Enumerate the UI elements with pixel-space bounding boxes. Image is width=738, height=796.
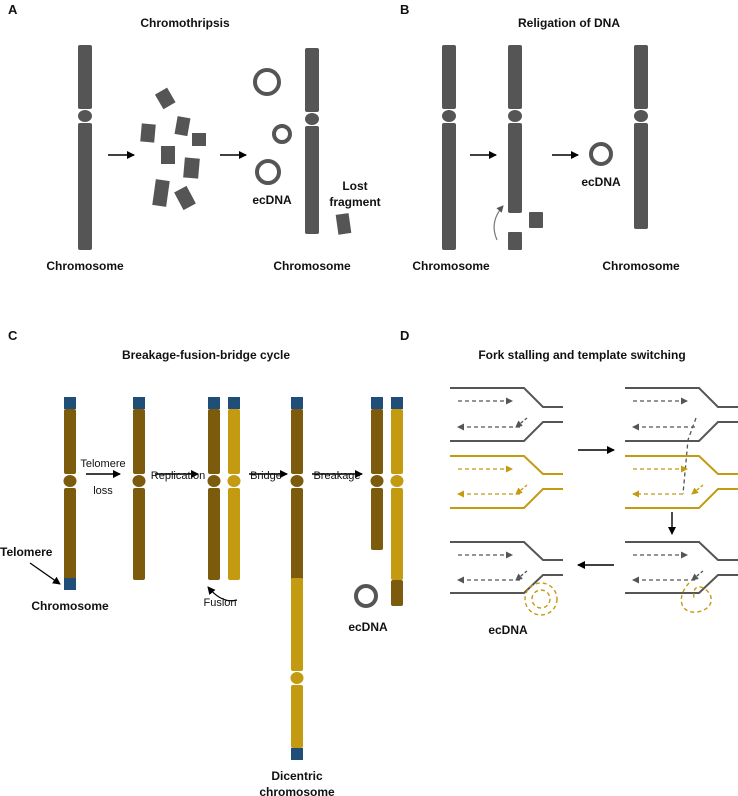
- step-breakage-label: Breakage: [313, 470, 360, 482]
- panel-d: D Fork stalling and template switching: [400, 328, 738, 637]
- ecdna-circle-c: [354, 584, 378, 608]
- ecdna-circles-a: [253, 68, 292, 185]
- step-replication-label: Replication: [151, 470, 205, 482]
- panel-b-title: Religation of DNA: [518, 16, 620, 30]
- ecdna-label-c: ecDNA: [348, 620, 388, 634]
- panel-b: B Religation of DNA ecDNA Chromosome Chr…: [400, 2, 680, 273]
- chromosome-b-left: [442, 45, 456, 250]
- template-switch-loop: [680, 582, 712, 613]
- chromosome-fragments: [140, 87, 206, 211]
- fork-tr-gray: [625, 387, 738, 495]
- telomere-label: Telomere: [0, 545, 53, 559]
- panel-a-letter: A: [8, 2, 18, 17]
- chromosome-b-broken: [508, 45, 543, 250]
- fork-br-gray: [625, 541, 738, 594]
- ecdna-circle-b: [589, 142, 613, 166]
- panel-d-title: Fork stalling and template switching: [478, 348, 685, 362]
- chromosome-a-left: [78, 45, 92, 250]
- telomere-pointer: [29, 562, 61, 585]
- panel-c-title: Breakage-fusion-bridge cycle: [122, 348, 290, 362]
- chromosome-a-right: [305, 48, 319, 234]
- fork-bl-gray: [450, 541, 563, 594]
- panel-b-letter: B: [400, 2, 409, 17]
- panel-a: A Chromothripsis ecDNA: [8, 2, 381, 273]
- lost-fragment: [335, 213, 352, 235]
- ecdna-circle-d: [524, 582, 558, 616]
- fusion-label: Fusion: [203, 597, 236, 609]
- chromosome-b-right: [634, 45, 648, 229]
- fork-tr-gold: [625, 455, 738, 509]
- panel-c: C Breakage-fusion-bridge cycle Telomere …: [0, 328, 404, 796]
- panel-c-letter: C: [8, 328, 18, 343]
- chromosome-label-c: Chromosome: [31, 599, 109, 613]
- chromosome-label-b-left: Chromosome: [412, 259, 490, 273]
- fork-tl-gray: [450, 387, 563, 442]
- chromosome-c-dicentric: [290, 397, 304, 760]
- step-bridge-label: Bridge: [250, 470, 282, 482]
- chromosome-label-a-right: Chromosome: [273, 259, 351, 273]
- chromosome-c-2: [132, 397, 146, 580]
- panel-d-letter: D: [400, 328, 409, 343]
- chromosome-c-1: [63, 397, 77, 590]
- chromosome-label-a-left: Chromosome: [46, 259, 124, 273]
- chromosome-c-3: [207, 397, 241, 580]
- chromosome-c-broken: [370, 397, 404, 606]
- ecdna-label-b: ecDNA: [581, 175, 621, 189]
- panel-a-title: Chromothripsis: [140, 16, 230, 30]
- chromosome-label-b-right: Chromosome: [602, 259, 680, 273]
- fusion-arrow: [207, 586, 238, 602]
- fork-tl-gold: [450, 455, 563, 509]
- ecdna-label-d: ecDNA: [488, 623, 528, 637]
- religation-arrow: [493, 205, 504, 241]
- ecdna-label-a: ecDNA: [252, 193, 292, 207]
